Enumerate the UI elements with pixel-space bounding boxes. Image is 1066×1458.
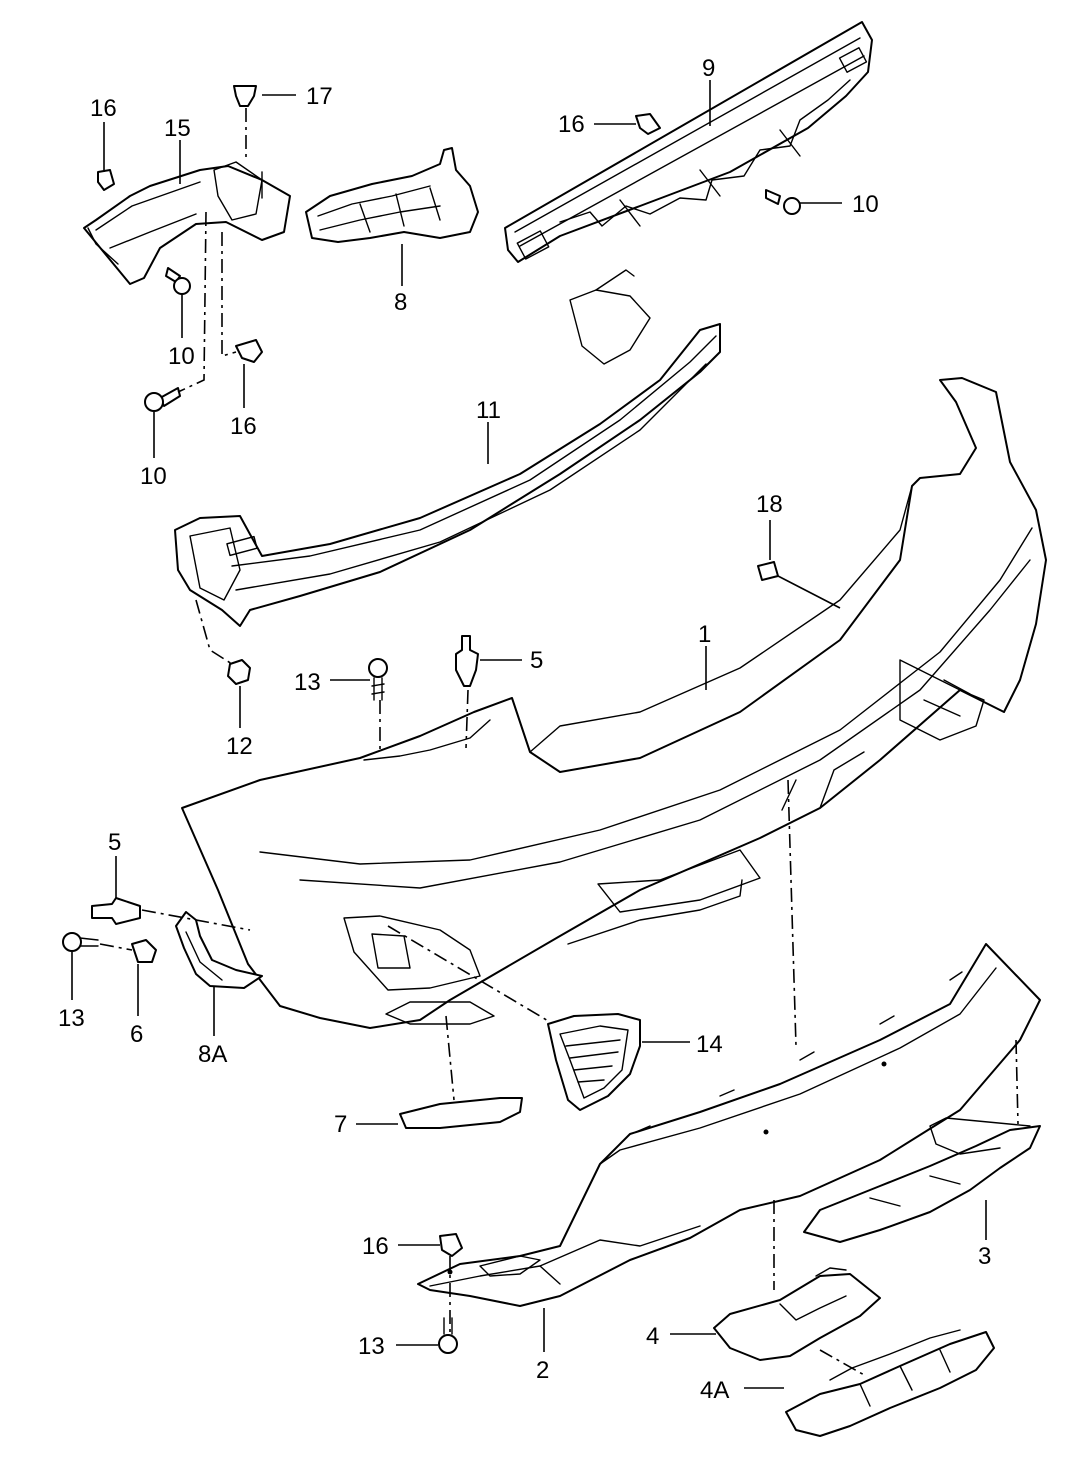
callout-16: 16 [362, 1233, 389, 1260]
callout-4A: 4A [700, 1377, 729, 1404]
callout-1: 1 [698, 621, 711, 648]
part-16-clip-b [635, 113, 661, 135]
part-9-bracket [504, 21, 873, 263]
callout-13: 13 [294, 669, 321, 696]
callout-2: 2 [536, 1357, 549, 1384]
callout-18: 18 [756, 491, 783, 518]
callout-7: 7 [334, 1111, 347, 1138]
part-15-bracket [83, 161, 291, 285]
callout-14: 14 [696, 1031, 723, 1058]
assembly-lines [99, 108, 1019, 1377]
callout-8A: 8A [198, 1041, 227, 1068]
part-13-screw-c [438, 1317, 458, 1354]
callout-10: 10 [168, 343, 195, 370]
part-10-bolt-b [165, 267, 191, 295]
callout-8: 8 [394, 289, 407, 316]
part-18-clip [757, 561, 779, 581]
callout-16: 16 [90, 95, 117, 122]
part-5-stud-a [455, 635, 479, 687]
part-4-carrier [713, 1267, 881, 1361]
part-10-bolt-a [765, 189, 801, 215]
callout-5: 5 [108, 829, 121, 856]
callout-3: 3 [978, 1243, 991, 1270]
callout-17: 17 [306, 83, 333, 110]
callout-16: 16 [558, 111, 585, 138]
callout-labels: 17 16 15 9 16 10 8 10 16 10 11 18 1 5 13… [58, 55, 991, 1404]
leader-lines [71, 80, 987, 1389]
part-8A-bracket [175, 911, 263, 989]
callout-15: 15 [164, 115, 191, 142]
callout-11: 11 [476, 397, 501, 424]
part-1-bumper-cover [181, 377, 1047, 1029]
callout-9: 9 [702, 55, 715, 82]
part-13-screw-b [62, 932, 99, 952]
callout-4: 4 [646, 1323, 659, 1350]
callout-6: 6 [130, 1021, 143, 1048]
callout-16: 16 [230, 413, 257, 440]
callout-5: 5 [530, 647, 543, 674]
part-10-bolt-c [144, 387, 181, 412]
callout-12: 12 [226, 733, 253, 760]
part-16-clip-d [439, 1233, 463, 1257]
callout-13: 13 [58, 1005, 85, 1032]
part-13-screw-a [368, 658, 388, 701]
part-17-clip [233, 85, 257, 107]
callout-13: 13 [358, 1333, 385, 1360]
part-14-grille [547, 1013, 641, 1111]
part-16-clip-c [235, 339, 263, 363]
part-2-diffuser [417, 943, 1041, 1307]
part-3-trim [803, 1117, 1041, 1243]
part-7-reflector [399, 1097, 523, 1129]
part-6-clip [131, 939, 157, 963]
part-8-bracket [305, 147, 479, 243]
part-16-clip-a [97, 169, 115, 191]
part-11-beam [174, 269, 721, 627]
part-5-stud-b [91, 897, 141, 925]
callout-10: 10 [852, 191, 879, 218]
part-12-nut [227, 659, 251, 685]
callout-10: 10 [140, 463, 167, 490]
part-4A-carrier [785, 1329, 995, 1437]
